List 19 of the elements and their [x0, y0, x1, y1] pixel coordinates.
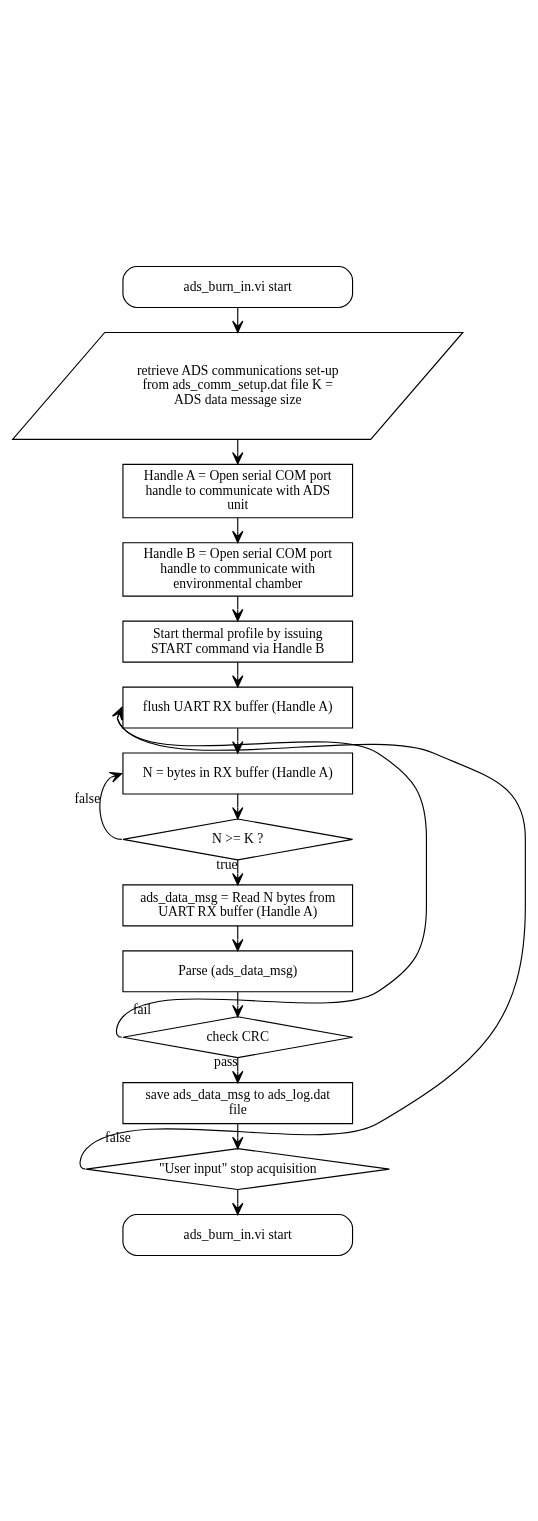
node-box: ads_data_msg = Read N bytes from UART RX buffer (Handle A) — [122, 883, 354, 926]
node-box: N = bytes in RX buffer (Handle A) — [122, 751, 354, 795]
node-box: save ads_data_msg to ads_log.dat file — [122, 1081, 354, 1124]
edge-label: false — [74, 790, 101, 806]
edge-label: fail — [132, 1001, 152, 1017]
node-box: ads_burn_in.vi start — [122, 265, 354, 308]
node-box: Start thermal profile by issuing START command via Handle B — [122, 620, 354, 663]
edge-label: false — [105, 1129, 131, 1145]
node-diamond: "User input" stop acquisition — [85, 1147, 390, 1190]
node-box: ads_burn_in.vi start — [122, 1213, 354, 1256]
node-box: Parse (ads_data_msg) — [122, 949, 354, 992]
node-box: Handle B = Open serial COM port handle to communicate with environmental chamber — [122, 541, 354, 597]
arrow — [112, 706, 427, 1038]
node-diamond: N >= K ? — [122, 817, 354, 860]
node-box: flush UART RX buffer (Handle A) — [122, 686, 354, 729]
node-box: Handle A = Open serial COM port handle to communicate with ADS unit — [122, 463, 354, 518]
arrow — [99, 771, 123, 840]
arrow — [79, 706, 526, 1170]
node-diamond: check CRC — [122, 1015, 354, 1058]
